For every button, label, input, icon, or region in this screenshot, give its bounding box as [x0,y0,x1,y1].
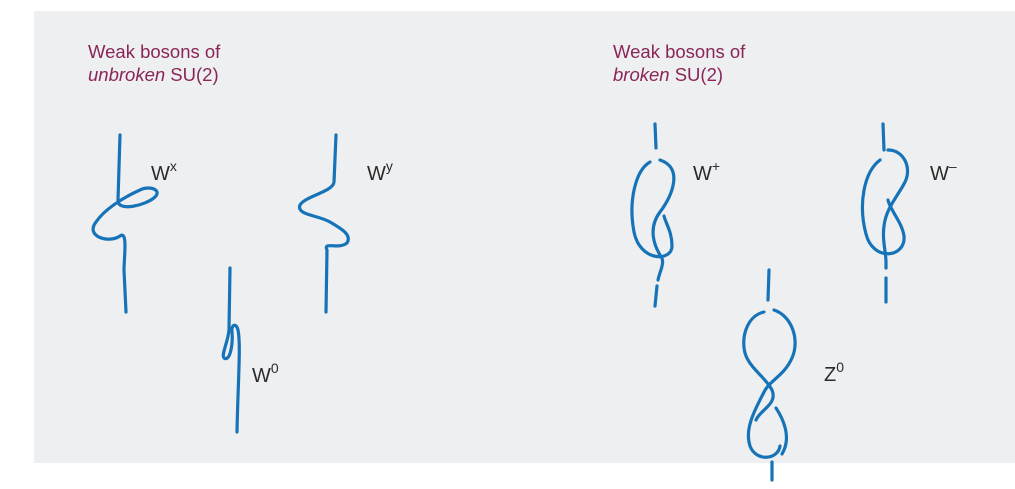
wminus-strand [881,122,886,152]
wminus-strand [881,148,910,270]
label-wx: Wx [151,155,177,185]
wplus-strand [653,122,658,150]
label-w0-base: W [252,365,271,387]
right-heading-rest: SU(2) [669,64,724,85]
diagram-panel [34,11,1015,463]
wplus-strand [630,160,674,259]
left-heading-rest: SU(2) [165,64,219,85]
left-heading: Weak bosons of unbroken SU(2) [88,40,220,86]
label-z0-base: Z [824,364,837,386]
label-wminus-sup: – [948,158,957,174]
z0-strand [742,310,775,422]
label-wy: Wy [367,155,393,185]
w0-strand [221,266,241,434]
label-wminus-base: W [930,163,949,185]
label-wplus-base: W [693,163,712,185]
wplus-strand [653,284,659,308]
wx-strand [91,133,159,314]
label-wplus: W+ [693,155,720,185]
label-wy-base: W [367,163,386,185]
z0-strand [766,268,771,302]
wplus-strand [651,158,676,282]
label-wx-sup: x [169,158,177,174]
strand-group [91,122,910,482]
left-heading-italic: unbroken [88,64,166,85]
label-wy-sup: y [385,158,393,174]
label-w0-sup: 0 [270,360,279,376]
left-heading-line1: Weak bosons of [88,41,221,62]
label-z0-sup: 0 [836,359,845,375]
label-wminus: W– [930,155,957,185]
left-heading-line2: unbroken SU(2) [88,63,220,86]
right-heading-line2: broken SU(2) [613,63,745,86]
label-wplus-sup: + [711,158,721,174]
label-w0: W0 [252,357,279,387]
right-heading: Weak bosons of broken SU(2) [613,40,745,86]
z0-strand [746,308,797,459]
label-z0: Z0 [824,356,844,386]
wminus-strand [860,158,906,256]
label-wx-base: W [151,163,170,185]
z0-strand [774,406,789,456]
right-heading-italic: broken [613,64,670,85]
right-heading-line1: Weak bosons of [613,41,746,62]
wy-strand [298,133,350,314]
